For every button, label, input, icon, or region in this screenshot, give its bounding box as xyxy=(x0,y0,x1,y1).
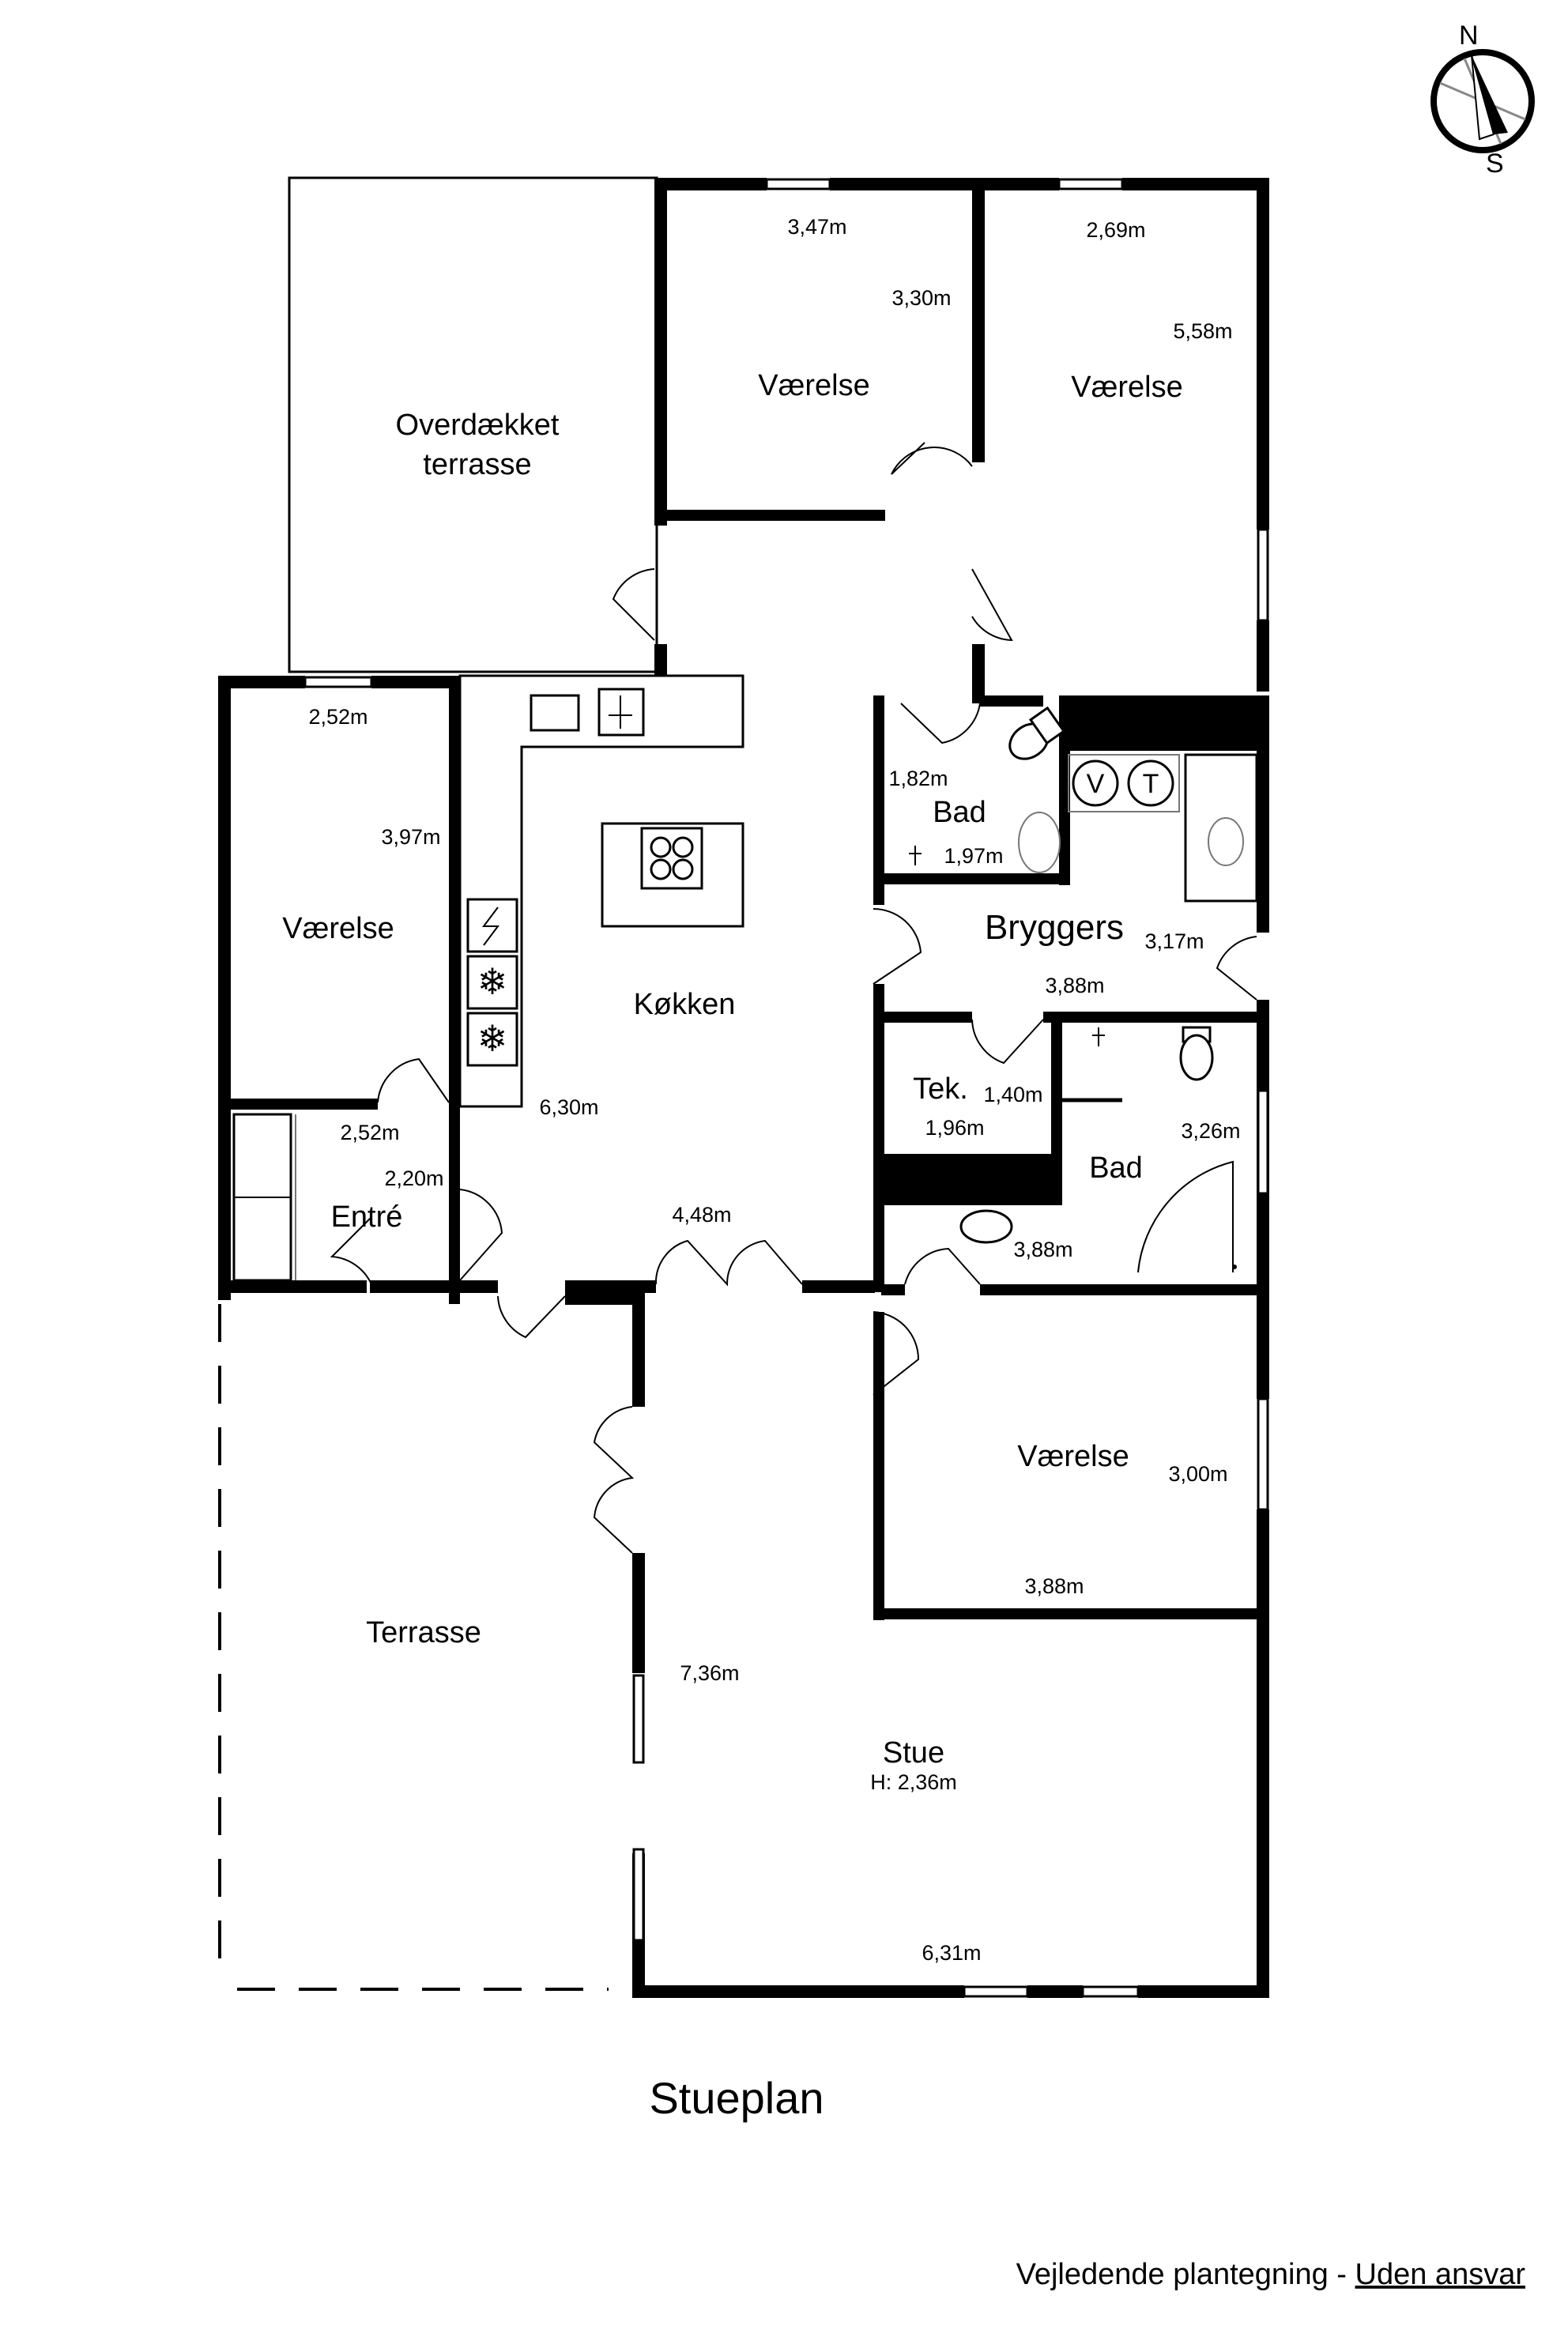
dimension-label: 2,69m xyxy=(1086,218,1145,242)
dimension-label: 5,58m xyxy=(1173,319,1232,343)
svg-text:❄: ❄ xyxy=(477,1018,508,1059)
shower-icon xyxy=(909,846,922,865)
kitchen-sink-icon xyxy=(530,694,580,732)
kitchen-fixtures: ❄ ❄ xyxy=(458,674,744,1108)
dimension-label: 3,97m xyxy=(381,825,440,849)
dimension-label: 3,47m xyxy=(787,215,846,239)
compass-needle-north-icon xyxy=(1472,55,1508,134)
room-labels: Overdækket terrasse Værelse Værelse Være… xyxy=(282,369,1183,1794)
dryer-label: T xyxy=(1143,769,1159,799)
svg-text:❄: ❄ xyxy=(477,961,508,1002)
room-label-bad-lower: Bad xyxy=(1089,1152,1143,1185)
dimension-labels: 3,47m 3,30m 2,69m 5,58m 2,52m 3,97m 6,30… xyxy=(308,215,1240,1965)
disclaimer-text: Vejledende plantegning - Uden ansvar xyxy=(1016,2258,1526,2291)
entre-closet xyxy=(232,1113,296,1282)
compass-north-label: N xyxy=(1459,21,1479,51)
dimension-label: 6,31m xyxy=(922,1941,981,1965)
dimension-label: 3,26m xyxy=(1181,1119,1240,1143)
dimension-label: 3,88m xyxy=(1045,974,1104,997)
dimension-label: 7,36m xyxy=(680,1661,739,1685)
utility-sink-icon xyxy=(1208,817,1244,866)
room-label-vaerelse-left: Værelse xyxy=(282,912,394,945)
washer-label: V xyxy=(1087,769,1105,799)
bath-fixtures: V T xyxy=(909,706,1258,1269)
walls xyxy=(218,178,1269,1998)
room-label-terrasse: Terrasse xyxy=(366,1616,481,1649)
doors xyxy=(330,442,1257,1554)
room-label-koekken: Køkken xyxy=(634,988,736,1021)
dimension-label: 3,88m xyxy=(1013,1238,1072,1261)
dimension-label: 2,52m xyxy=(340,1121,399,1144)
utility-counter xyxy=(1184,753,1258,903)
kitchen-counter xyxy=(458,674,744,1108)
room-label-entre: Entré xyxy=(331,1200,403,1234)
dimension-label: 2,20m xyxy=(384,1167,443,1190)
covered-terrace-label: Overdækket xyxy=(396,409,560,442)
plan-title: Stueplan xyxy=(649,2073,824,2123)
dimension-label: 1,82m xyxy=(888,767,948,790)
room-label-vaerelse-right: Værelse xyxy=(1017,1440,1129,1473)
cooktop-icon xyxy=(640,827,703,890)
room-label-vaerelse-top1: Værelse xyxy=(758,369,870,402)
oven-icon xyxy=(466,898,518,953)
dimension-label: 3,17m xyxy=(1144,929,1204,953)
compass-needle-south-icon xyxy=(1471,55,1495,141)
dimension-label: 3,00m xyxy=(1168,1462,1227,1486)
dimension-label: 4,48m xyxy=(672,1203,731,1227)
room-label-stue: Stue xyxy=(883,1736,944,1770)
dimension-label: 3,30m xyxy=(891,286,951,310)
room-label-vaerelse-top2: Værelse xyxy=(1071,371,1183,404)
disclaimer-prefix: Vejledende plantegning - xyxy=(1016,2258,1355,2291)
covered-terrace-label-line2: terrasse xyxy=(423,448,531,481)
compass-south-label: S xyxy=(1486,149,1504,179)
dimension-label: 1,96m xyxy=(925,1116,984,1140)
dimension-label: 1,40m xyxy=(983,1083,1042,1106)
compass: N S xyxy=(1430,21,1535,179)
stue-ceiling-height: H: 2,36m xyxy=(870,1770,957,1794)
cutlery-icon xyxy=(609,695,632,729)
disclaimer-link[interactable]: Uden ansvar xyxy=(1355,2258,1526,2291)
windows xyxy=(303,178,1269,1998)
toilet-icon xyxy=(1179,1034,1214,1081)
washbasin-icon xyxy=(959,1209,1013,1244)
dishwasher-icon xyxy=(597,688,645,737)
dimension-label: 1,97m xyxy=(944,844,1003,868)
washbasin-icon xyxy=(1018,812,1061,873)
dimension-label: 6,30m xyxy=(539,1095,598,1119)
dimension-label: 3,88m xyxy=(1024,1574,1084,1598)
room-label-bryggers: Bryggers xyxy=(985,908,1124,947)
fridge-icon xyxy=(466,1012,518,1067)
dryer-icon xyxy=(1127,760,1174,807)
freezer-icon xyxy=(466,955,518,1010)
washer-icon xyxy=(1072,760,1119,807)
dimension-label: 2,52m xyxy=(308,705,368,729)
room-label-bad-top: Bad xyxy=(933,796,986,829)
room-label-tek: Tek. xyxy=(913,1072,968,1106)
shower-icon xyxy=(1092,1027,1105,1046)
kitchen-island xyxy=(601,822,744,928)
electric-icon xyxy=(482,906,499,946)
